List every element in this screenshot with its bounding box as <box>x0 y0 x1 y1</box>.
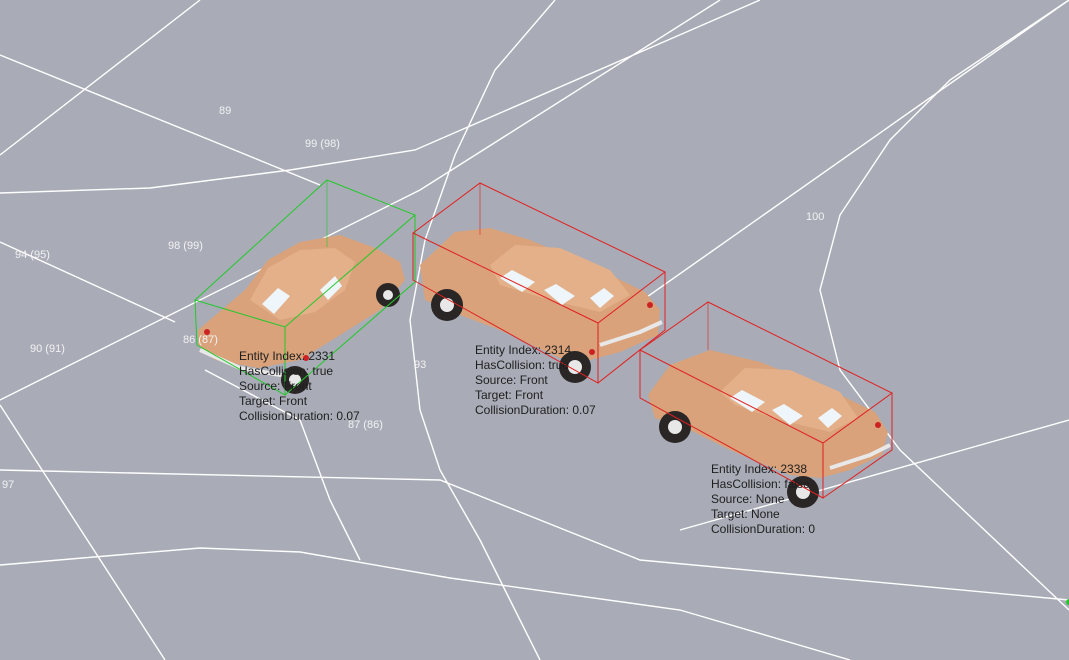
lane-line <box>0 241 176 323</box>
wheel-hub <box>440 298 454 312</box>
lane-label: 100 <box>806 211 825 223</box>
lane-label: 89 <box>219 105 232 117</box>
has-collision: HasCollision: true <box>475 358 570 372</box>
lane-line <box>0 0 761 194</box>
lane-line <box>819 0 1069 611</box>
gizmo-marker <box>1066 599 1069 605</box>
lane-line <box>0 0 201 156</box>
entity-info-2331: Entity Index: 2331 HasCollision: true So… <box>239 349 360 424</box>
has-collision: HasCollision: false <box>711 477 810 491</box>
tail-light <box>589 349 595 355</box>
lane-line <box>0 547 851 660</box>
car-window <box>544 284 575 305</box>
tail-light <box>647 302 653 308</box>
collision-target: Target: Front <box>239 394 308 408</box>
wheel-hub <box>289 374 301 386</box>
lane-line <box>409 0 556 660</box>
lane-line <box>679 419 1069 531</box>
lane-label: 99 (98) <box>305 138 340 150</box>
lane-line <box>599 0 1069 331</box>
car-2338[interactable] <box>648 350 891 508</box>
wheel-hub <box>383 290 393 300</box>
car-window <box>590 288 614 308</box>
lane-line <box>0 54 321 186</box>
lane-label: 86 (87) <box>183 334 218 346</box>
entity-index: Entity Index: 2314 <box>475 343 572 357</box>
collision-duration: CollisionDuration: 0.07 <box>475 403 596 417</box>
collision-boxes <box>194 179 893 499</box>
car-bumper <box>599 320 663 347</box>
lane-line <box>0 404 166 660</box>
collision-target: Target: None <box>711 507 780 521</box>
has-collision: HasCollision: true <box>239 364 334 378</box>
collision-duration: CollisionDuration: 0 <box>711 522 816 536</box>
entity-index: Entity Index: 2331 <box>239 349 336 363</box>
tail-light <box>303 355 309 361</box>
entity-info-2314: Entity Index: 2314 HasCollision: true So… <box>475 343 596 418</box>
lane-label: 90 (91) <box>30 343 65 355</box>
collision-source: Source: None <box>711 492 785 506</box>
lane-line <box>0 469 1069 601</box>
car-window <box>772 404 803 425</box>
tail-light <box>875 422 881 428</box>
wheel-hub <box>568 360 582 374</box>
lane-line <box>0 0 721 401</box>
collision-duration: CollisionDuration: 0.07 <box>239 409 360 423</box>
lane-label: 94 (95) <box>15 249 50 261</box>
collision-source: Source: Front <box>239 379 312 393</box>
lane-label: 97 <box>2 479 15 491</box>
lane-label: 98 (99) <box>168 240 203 252</box>
entity-info-2338: Entity Index: 2338 HasCollision: false S… <box>711 462 815 537</box>
car-window <box>500 270 535 292</box>
car-2314[interactable] <box>420 228 663 383</box>
lane-line <box>204 369 361 561</box>
car-window <box>262 288 290 314</box>
tail-light <box>204 329 210 335</box>
car-window <box>818 408 842 428</box>
wheel-hub <box>668 420 682 434</box>
collision-box-2331 <box>194 179 416 396</box>
entity-index: Entity Index: 2338 <box>711 462 808 476</box>
lane-label: 93 <box>414 359 427 371</box>
car-window <box>730 390 765 412</box>
collision-source: Source: Front <box>475 373 548 387</box>
collision-box-2338 <box>639 301 893 499</box>
collision-target: Target: Front <box>475 388 544 402</box>
lane-label: 87 (86) <box>348 419 383 431</box>
collision-box-2314 <box>412 182 666 384</box>
car-bumper <box>829 443 891 470</box>
